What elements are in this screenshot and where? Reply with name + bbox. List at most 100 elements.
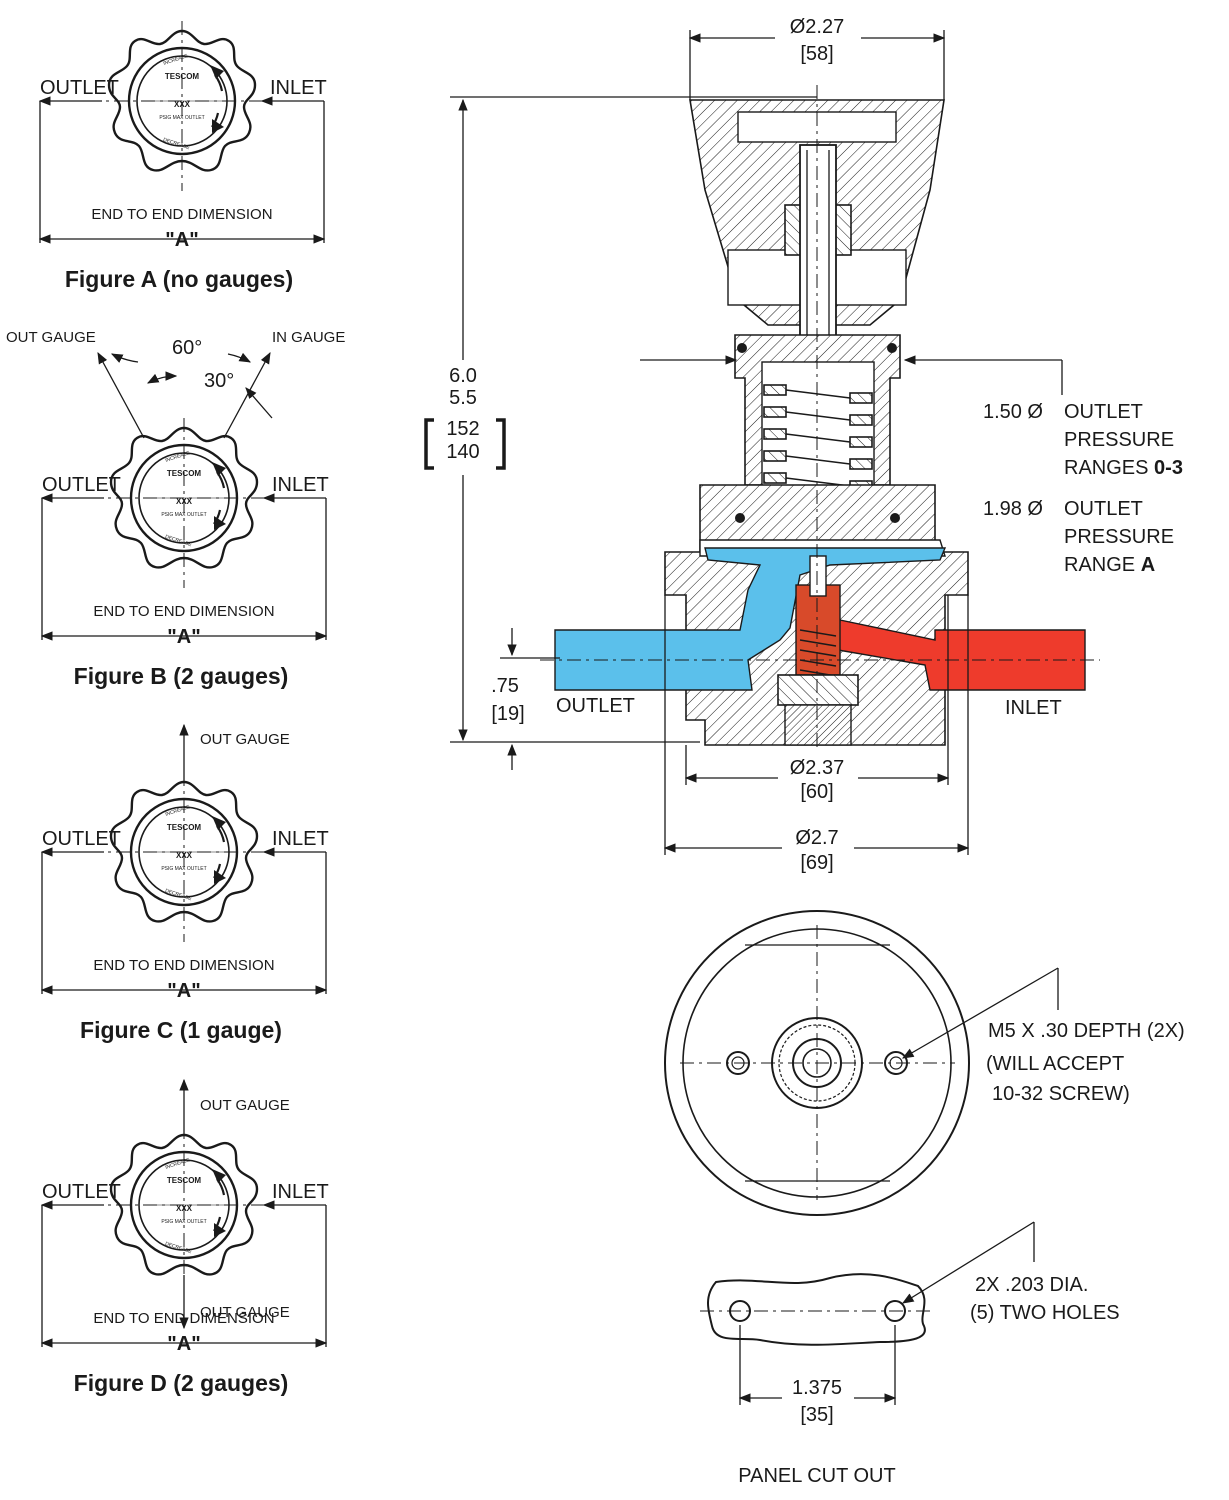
- dimension-letter: "A": [165, 229, 198, 251]
- out-gauge-label: OUT GAUGE: [200, 731, 290, 748]
- knob-sub-text: PSIG MAX OUTLET: [159, 115, 204, 121]
- height-max: 6.0: [449, 365, 477, 387]
- note1-line2: PRESSURE: [1064, 429, 1174, 451]
- base-diameter: Ø2.7: [795, 827, 838, 849]
- dim-mask: [782, 1372, 854, 1424]
- panel-note-line2: (5) TWO HOLES: [970, 1302, 1120, 1324]
- angle-arc: [146, 371, 178, 384]
- poppet-spring: [799, 659, 837, 667]
- hole-spacing: 1.375: [792, 1377, 842, 1399]
- knob-sub-text: PSIG MAX OUTLET: [161, 512, 206, 518]
- poppet-stem: [809, 555, 827, 597]
- dim-mask: [778, 752, 858, 804]
- in-gauge-arrow: [223, 351, 271, 439]
- top-diameter-mm: [58]: [800, 43, 833, 65]
- figure-caption: Figure D (2 gauges): [74, 1370, 289, 1396]
- poppet-spring: [799, 639, 837, 647]
- dim-mask: [440, 360, 506, 475]
- note1-bold: 0-3: [1154, 457, 1183, 479]
- spring-coil: [785, 389, 851, 399]
- outlet-channel: [554, 547, 947, 691]
- angle-60-label: 60°: [172, 337, 202, 359]
- hole-spacing-mm: [35]: [800, 1404, 833, 1426]
- figure-caption: Figure B (2 gauges): [74, 663, 289, 689]
- base-diameter-mm: [69]: [800, 852, 833, 874]
- angle-arc: [110, 353, 139, 363]
- out-gauge-label-top: OUT GAUGE: [200, 1097, 290, 1114]
- spring-coil: [785, 411, 851, 421]
- knob-sub-text: PSIG MAX OUTLET: [161, 866, 206, 872]
- out-gauge-label-bottom: OUT GAUGE: [200, 1304, 290, 1321]
- note1-diameter: 1.50 Ø: [983, 401, 1043, 423]
- spring-coil: [785, 455, 851, 465]
- thread-note-line2: (WILL ACCEPT: [986, 1053, 1124, 1075]
- o-ring: [737, 343, 747, 353]
- o-ring: [890, 513, 900, 523]
- note2-line3: RANGE A: [1064, 554, 1155, 576]
- note1-line1: OUTLET: [1064, 401, 1143, 423]
- port-offset: .75: [491, 675, 519, 697]
- o-ring: [887, 343, 897, 353]
- note2-line2: PRESSURE: [1064, 526, 1174, 548]
- dimension-letter: "A": [167, 980, 200, 1002]
- inlet-label: INLET: [272, 828, 329, 850]
- spring-coil: [763, 450, 787, 462]
- note2-bold: A: [1141, 554, 1155, 576]
- bottom-view: M5 X .30 DEPTH (2X) (WILL ACCEPT 10-32 SCR…: [664, 910, 1185, 1216]
- outlet-label: OUTLET: [42, 828, 121, 850]
- thread-note-line1: M5 X .30 DEPTH (2X): [988, 1020, 1185, 1042]
- out-gauge-label: OUT GAUGE: [6, 329, 96, 346]
- poppet-spring: [799, 649, 837, 657]
- angle-30-label: 30°: [204, 370, 234, 392]
- panel-note-line1: 2X .203 DIA.: [975, 1274, 1088, 1296]
- inlet-label: INLET: [270, 77, 327, 99]
- angle-arc: [227, 352, 252, 363]
- panel-outline: [707, 1273, 926, 1346]
- note2-diameter: 1.98 Ø: [983, 498, 1043, 520]
- dim-mask: [782, 822, 854, 874]
- leader-arrow: [901, 967, 1059, 1059]
- thread-note-line3: 10-32 SCREW): [992, 1083, 1130, 1105]
- body-diameter-mm: [60]: [800, 781, 833, 803]
- spring-coil: [849, 458, 873, 470]
- spring-coil: [763, 428, 787, 440]
- spring-coil: [849, 414, 873, 426]
- bottom-plug: [777, 674, 859, 706]
- outlet-label: OUTLET: [40, 77, 119, 99]
- knob-sub-text: PSIG MAX OUTLET: [161, 1219, 206, 1225]
- dim-mask: [775, 12, 861, 68]
- angle-arc: [245, 387, 273, 419]
- figure-caption: Figure C (1 gauge): [80, 1017, 282, 1043]
- note1-text: RANGES: [1064, 457, 1154, 479]
- height-max-mm: 152: [446, 418, 479, 440]
- poppet-spring: [799, 629, 837, 637]
- leader-arrow: [902, 1221, 1035, 1304]
- port-offset-mm: [19]: [491, 703, 524, 725]
- outlet-label: OUTLET: [556, 695, 635, 717]
- panel-title: PANEL CUT OUT: [738, 1465, 895, 1487]
- spring-coil: [785, 433, 851, 443]
- note2-text: RANGE: [1064, 554, 1141, 576]
- top-diameter: Ø2.27: [790, 16, 844, 38]
- end-to-end-label: END TO END DIMENSION: [93, 957, 274, 974]
- dimension-letter: "A": [167, 1333, 200, 1355]
- figure-caption: Figure A (no gauges): [65, 266, 293, 292]
- panel-cut-out-view: 1.375 [35] 2X .203 DIA. (5) TWO HOLES PANEL …: [700, 1221, 1120, 1487]
- o-ring: [735, 513, 745, 523]
- spring-coil: [763, 384, 787, 396]
- out-gauge-arrow: [97, 351, 145, 439]
- bottom-plug-threads: [784, 704, 852, 746]
- height-min: 5.5: [449, 387, 477, 409]
- height-min-mm: 140: [446, 441, 479, 463]
- end-to-end-label: END TO END DIMENSION: [93, 603, 274, 620]
- spring-coil: [763, 406, 787, 418]
- inlet-label: INLET: [272, 1181, 329, 1203]
- inlet-channel: [837, 619, 1086, 691]
